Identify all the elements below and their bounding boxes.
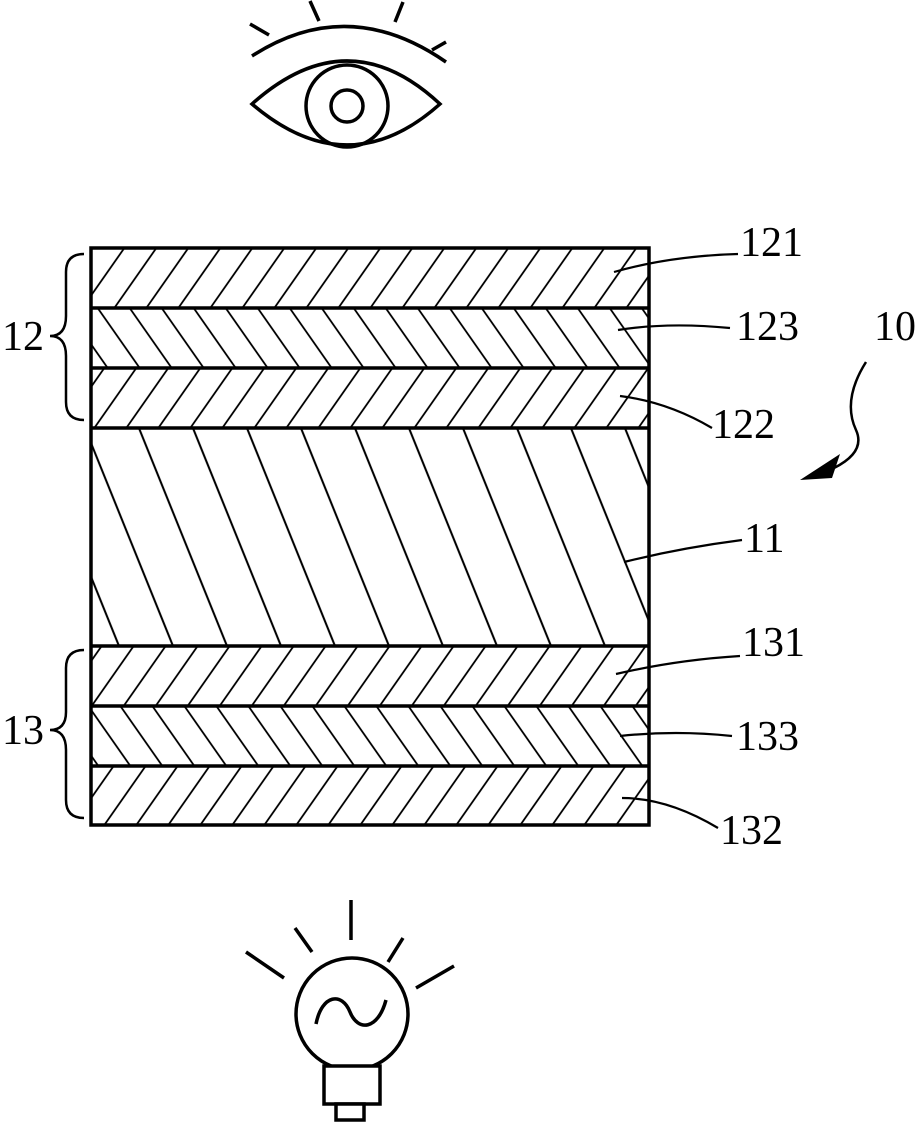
brace-lower-group [50, 650, 84, 818]
eye-icon [250, 1, 446, 147]
layer-133 [91, 706, 649, 766]
layer-123 [91, 308, 649, 368]
label-group-12: 12 [2, 314, 44, 360]
layer-132 [91, 766, 649, 825]
layer-131 [91, 646, 649, 706]
layer-122 [91, 368, 649, 428]
arrow-assembly [800, 362, 866, 480]
label-133: 133 [736, 714, 799, 760]
label-122: 122 [712, 402, 775, 448]
layer-11 [91, 428, 649, 646]
layer-121 [91, 248, 649, 308]
label-123: 123 [736, 304, 799, 350]
label-131: 131 [742, 620, 805, 666]
label-11: 11 [744, 516, 784, 562]
light-bulb-icon [246, 900, 454, 1120]
label-assembly-10: 10 [874, 304, 916, 350]
layer-stack [91, 248, 649, 825]
label-group-13: 13 [2, 708, 44, 754]
brace-upper-group [50, 254, 84, 420]
label-121: 121 [740, 220, 803, 266]
label-132: 132 [720, 808, 783, 854]
